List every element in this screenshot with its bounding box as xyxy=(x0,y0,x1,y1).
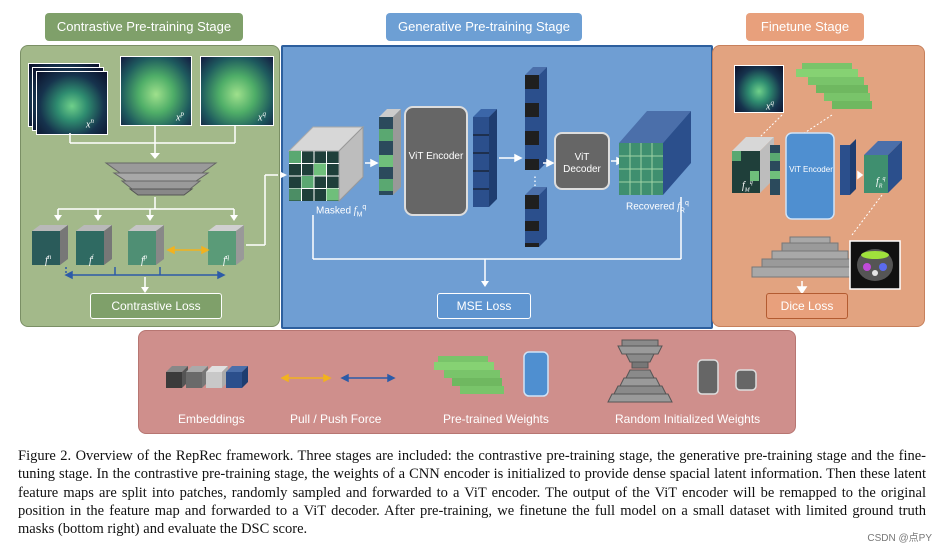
label-xq: xq xyxy=(258,110,266,124)
legend-pretrained-pyramid xyxy=(434,356,504,394)
pull-arrow xyxy=(166,245,210,255)
recovered-label: Recovered fRq xyxy=(626,200,689,215)
ft-decoder-pyramid xyxy=(751,236,861,278)
label-fn: fn xyxy=(45,253,52,267)
ft-label-fm: fMq xyxy=(742,180,753,194)
legend-random-block-large xyxy=(697,359,719,395)
ft-label-fr: fRq xyxy=(876,176,886,190)
finetune-stage-label: Finetune Stage xyxy=(746,13,864,41)
push-arrows xyxy=(64,267,226,280)
contrastive-loss-box: Contrastive Loss xyxy=(90,293,222,319)
legend-graphics xyxy=(166,339,757,403)
contrastive-stage-label: Contrastive Pre-training Stage xyxy=(45,13,243,41)
svg-text:⋮: ⋮ xyxy=(529,174,541,188)
legend-random-label: Random Initialized Weights xyxy=(615,412,761,426)
ft-label-xq: xq xyxy=(766,99,774,113)
ct-image-p xyxy=(120,56,192,126)
ft-output-column xyxy=(840,139,856,195)
vit-encoder-label: ViT Encoder xyxy=(408,151,464,162)
legend-pretrained-label: Pre-trained Weights xyxy=(443,412,549,426)
ft-recovered-cube xyxy=(864,141,902,193)
vit-decoder-label: ViT Decoder xyxy=(563,152,601,175)
legend-pull-arrow xyxy=(280,373,332,383)
masked-label: Masked fMq xyxy=(316,204,367,219)
ct-image-q xyxy=(200,56,274,126)
dice-loss-box: Dice Loss xyxy=(766,293,848,319)
ft-ct-image xyxy=(734,65,784,113)
encoder-output-column xyxy=(473,109,497,207)
vit-decoder-block xyxy=(554,132,610,190)
legend-embeddings-label: Embeddings xyxy=(178,412,245,426)
label-fq: fq xyxy=(223,253,230,267)
legend-embeddings-icon xyxy=(166,366,248,388)
ft-vit-encoder-label: ViT Encoder xyxy=(789,165,833,174)
remapped-token-stack: ⋮ xyxy=(525,67,547,247)
ft-cnn-pyramid xyxy=(796,63,872,109)
ft-vit-encoder-block xyxy=(785,132,835,220)
legend-random-block-small xyxy=(735,369,757,391)
mse-loss-box: MSE Loss xyxy=(437,293,531,319)
ct-image-n xyxy=(36,71,108,135)
cnn-encoder-pyramid xyxy=(104,162,218,196)
generative-stage-label: Generative Pre-training Stage xyxy=(386,13,582,41)
label-fi: fi xyxy=(89,253,94,267)
finetune-diagram xyxy=(732,63,902,295)
watermark: CSDN @点PY xyxy=(867,533,932,544)
ft-masked-cube xyxy=(732,137,774,193)
contrastive-diagram xyxy=(32,125,278,293)
masked-feature-cube xyxy=(287,125,365,203)
legend-push-arrow xyxy=(340,373,396,383)
segmentation-output xyxy=(849,240,901,290)
token-column xyxy=(379,109,401,195)
label-xp: xp xyxy=(176,110,184,124)
legend-pretrained-block xyxy=(523,351,549,397)
label-xn: xn xyxy=(86,117,94,131)
generative-diagram: ⋮ xyxy=(281,67,691,287)
legend-random-hourglass xyxy=(607,339,673,403)
feature-cubes xyxy=(32,225,244,265)
recovered-feature-cube xyxy=(619,111,691,195)
legend-pullpush-label: Pull / Push Force xyxy=(290,412,382,426)
ft-token-column xyxy=(770,145,780,195)
label-fp: fp xyxy=(141,253,148,267)
figure-caption: Figure 2. Overview of the RepRec framewo… xyxy=(18,448,926,538)
vit-encoder-block xyxy=(404,106,468,216)
